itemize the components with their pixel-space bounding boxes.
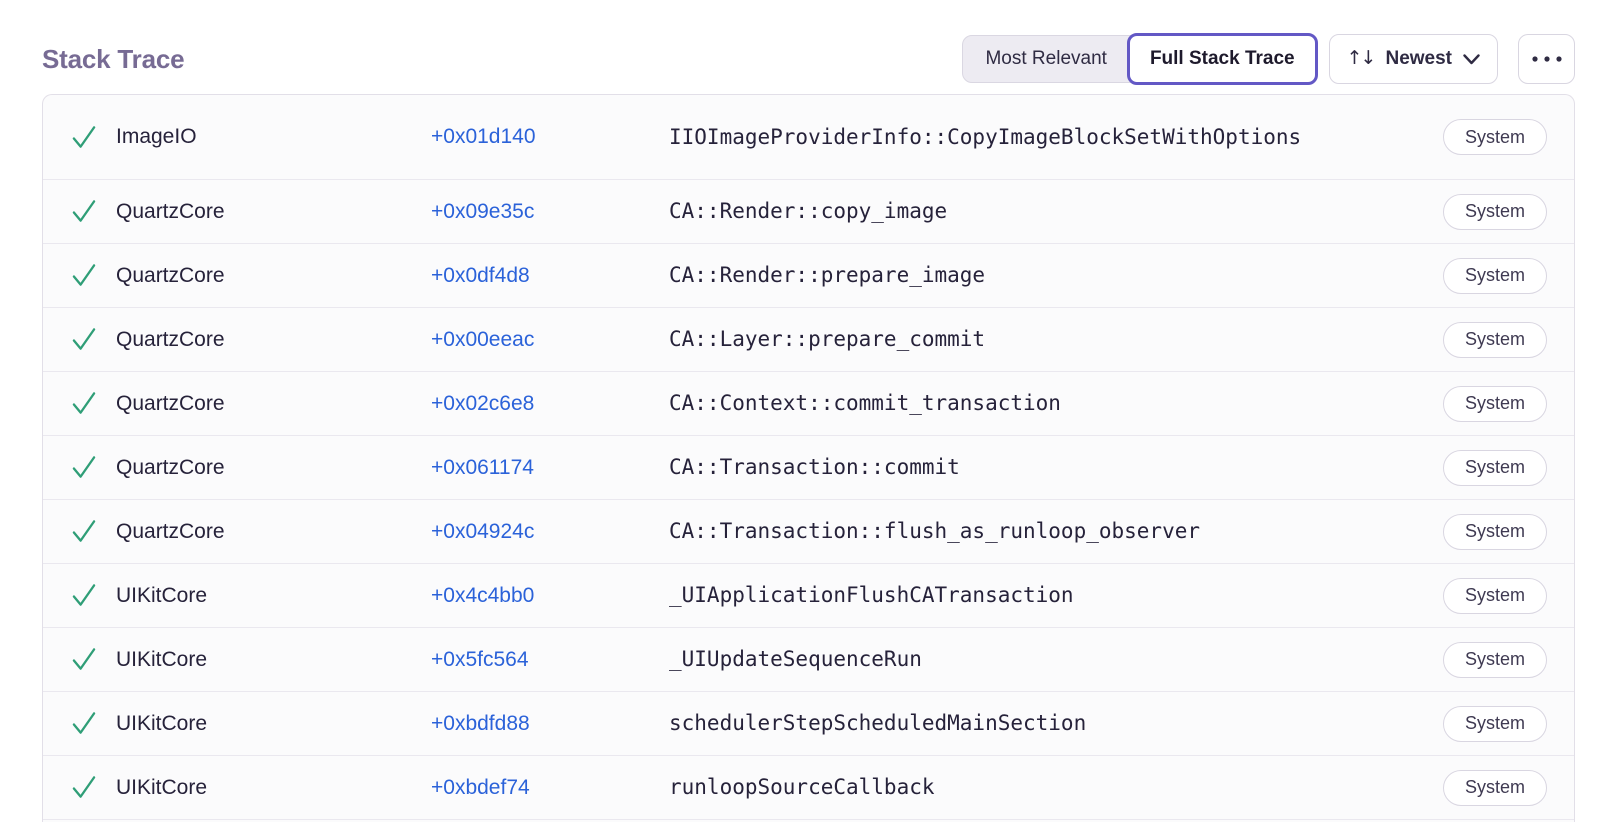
toggle-most-relevant[interactable]: Most Relevant [963,35,1128,83]
frame-badge: System [1442,641,1547,678]
stack-frame-row[interactable]: QuartzCore +0x00eeac CA::Layer::prepare_… [43,307,1574,371]
frame-function: _UIApplicationFlushCATransaction [669,583,1074,607]
frame-address[interactable]: +0x0df4d8 [431,263,530,287]
up-down-arrows-icon: ↑↓ [1346,47,1377,69]
frame-function: CA::Transaction::commit [669,455,960,479]
frame-function: _UIUpdateSequenceRun [669,647,922,671]
frame-badge: System [1442,577,1547,614]
frame-badge: System [1442,193,1547,230]
stack-frame-row[interactable]: ImageIO +0x01d140 IIOImageProviderInfo::… [43,95,1574,179]
stack-frame-row[interactable]: QuartzCore +0x09e35c CA::Render::copy_im… [43,179,1574,243]
frame-function: CA::Layer::prepare_commit [669,327,986,351]
green-checkmark-icon [71,124,97,151]
toggle-full-stack-trace[interactable]: Full Stack Trace [1126,33,1318,85]
stack-frame-row[interactable]: QuartzCore +0x0df4d8 CA::Render::prepare… [43,243,1574,307]
frame-function: CA::Context::commit_transaction [669,391,1061,415]
green-checkmark-icon [71,390,97,417]
frame-badge: System [1442,119,1547,155]
stack-frame-row[interactable]: QuartzCore +0x02c6e8 CA::Context::commit… [43,371,1574,435]
green-checkmark-icon [71,326,97,353]
frame-address[interactable]: +0x4c4bb0 [431,583,535,607]
header-controls: Most Relevant Full Stack Trace ↑↓ Newest [962,33,1575,85]
frame-badge: System [1442,513,1547,550]
green-checkmark-icon [71,454,97,481]
frame-function: schedulerStepScheduledMainSection [669,711,1087,735]
stack-trace-header: Stack Trace Most Relevant Full Stack Tra… [0,0,1614,94]
green-checkmark-icon [71,262,97,289]
frame-badge: System [1442,321,1547,358]
frame-module: UIKitCore [116,711,208,735]
frame-badge: System [1442,257,1547,294]
stack-frame-row[interactable]: QuartzCore +0x061174 CA::Transaction::co… [43,435,1574,499]
frame-address[interactable]: +0xbdef74 [431,775,530,799]
frame-address[interactable]: +0x04924c [431,519,535,543]
frame-badge: System [1442,449,1547,486]
sort-newest-button[interactable]: ↑↓ Newest [1328,34,1498,84]
stack-frame-row[interactable]: UIKitCore +0xbdfd88 schedulerStepSchedul… [43,691,1574,755]
frame-module: UIKitCore [116,583,208,607]
frame-function: CA::Render::copy_image [669,199,948,223]
next-row-partial [43,819,1574,822]
frame-module: UIKitCore [116,775,208,799]
frame-address[interactable]: +0x5fc564 [431,647,529,671]
frame-address[interactable]: +0x01d140 [431,125,536,148]
frame-function: runloopSourceCallback [669,775,935,799]
chevron-down-icon [1463,53,1480,64]
frame-badge: System [1442,385,1547,422]
frame-badge: System [1442,705,1547,742]
frame-module: QuartzCore [116,199,225,223]
stack-frame-row[interactable]: QuartzCore +0x04924c CA::Transaction::fl… [43,499,1574,563]
frame-module: QuartzCore [116,263,225,287]
frame-address[interactable]: +0x09e35c [431,199,535,223]
frame-module: QuartzCore [116,519,225,543]
stack-frame-list: ImageIO +0x01d140 IIOImageProviderInfo::… [42,94,1575,822]
frame-module: QuartzCore [116,327,225,351]
frame-badge: System [1442,769,1547,806]
green-checkmark-icon [71,710,97,737]
stack-frame-row[interactable]: UIKitCore +0x4c4bb0 _UIApplicationFlushC… [43,563,1574,627]
frame-address[interactable]: +0x02c6e8 [431,391,535,415]
view-toggle: Most Relevant Full Stack Trace [962,33,1318,85]
frame-module: ImageIO [116,125,197,148]
frame-function: CA::Transaction::flush_as_runloop_observ… [669,519,1201,543]
green-checkmark-icon [71,518,97,545]
stack-frame-row[interactable]: UIKitCore +0x5fc564 _UIUpdateSequenceRun… [43,627,1574,691]
frame-function: IIOImageProviderInfo::CopyImageBlockSetW… [669,124,1302,149]
sort-label: Newest [1385,48,1452,69]
stack-frame-row[interactable]: UIKitCore +0xbdef74 runloopSourceCallbac… [43,755,1574,819]
green-checkmark-icon [71,582,97,609]
green-checkmark-icon [71,198,97,225]
page-title: Stack Trace [42,43,185,74]
ellipsis-icon [1531,56,1562,62]
frame-module: QuartzCore [116,455,225,479]
frame-function: CA::Render::prepare_image [669,263,986,287]
frame-address[interactable]: +0x061174 [431,455,534,479]
frame-module: UIKitCore [116,647,208,671]
green-checkmark-icon [71,774,97,801]
more-options-button[interactable] [1518,34,1575,84]
frame-module: QuartzCore [116,391,225,415]
green-checkmark-icon [71,646,97,673]
frame-address[interactable]: +0xbdfd88 [431,711,530,735]
frame-address[interactable]: +0x00eeac [431,327,535,351]
